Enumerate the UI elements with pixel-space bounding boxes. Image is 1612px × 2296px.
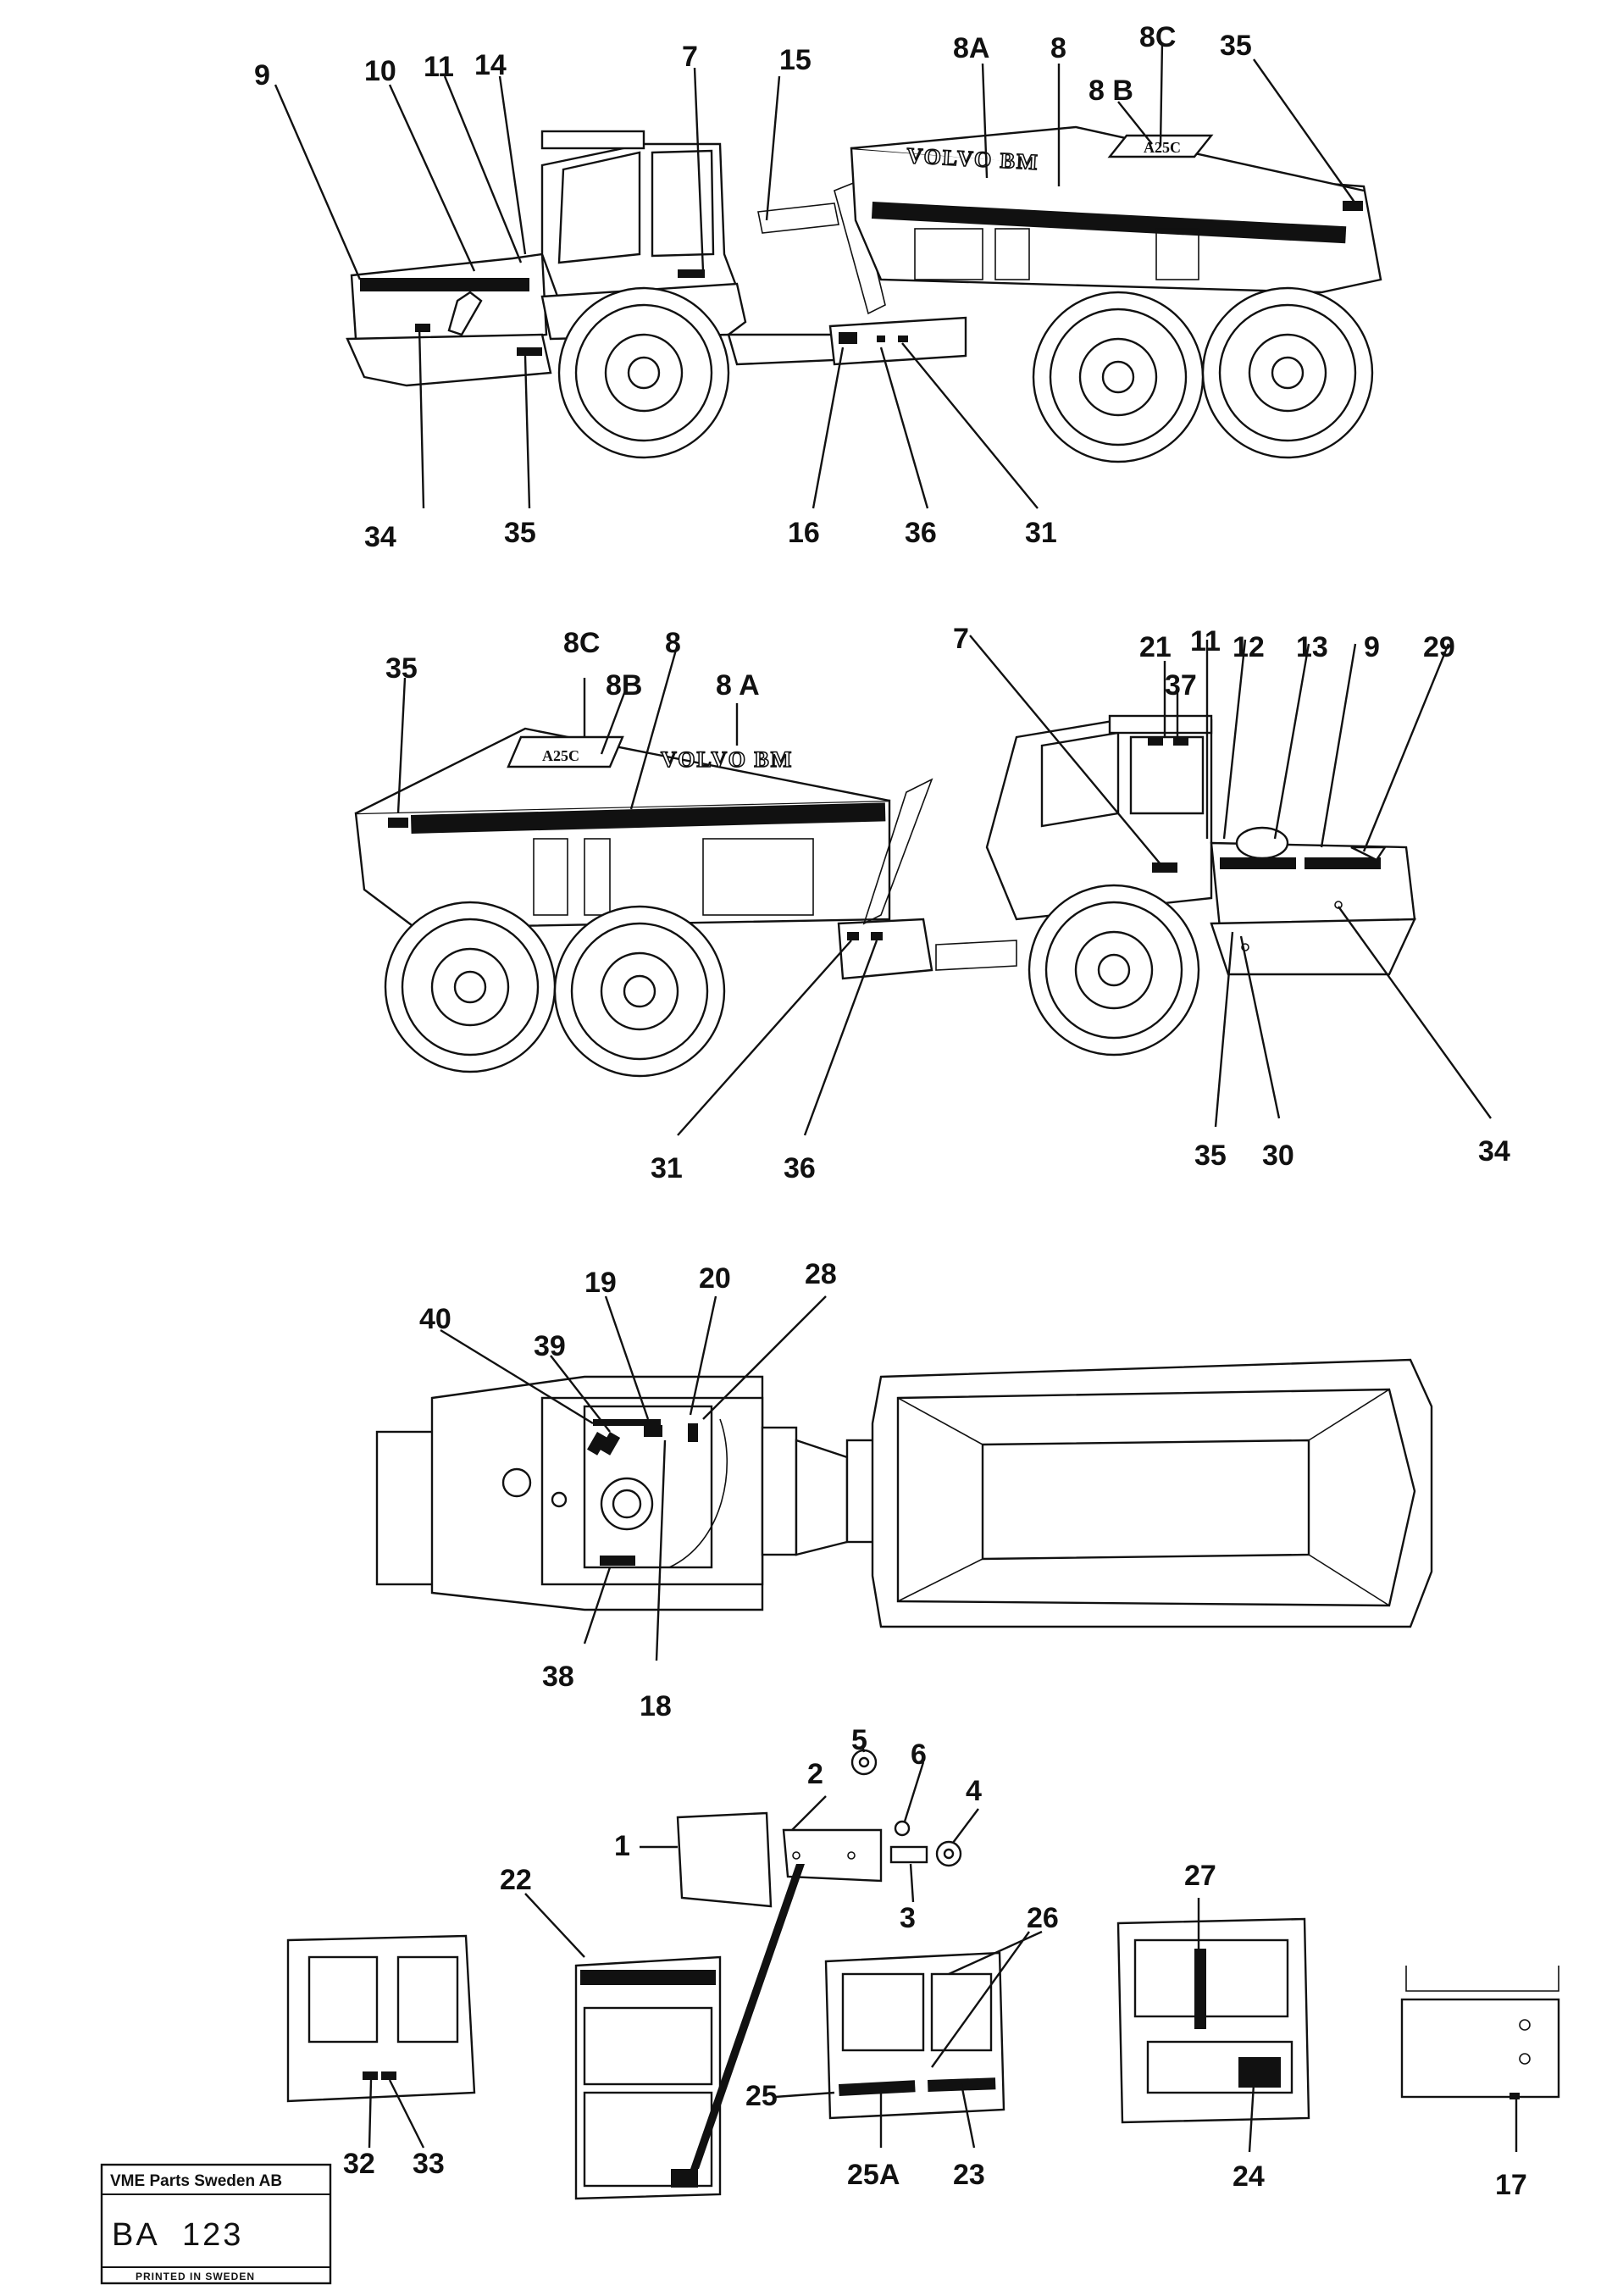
decal-holder-parts <box>676 1749 962 1908</box>
svg-text:7: 7 <box>953 623 969 655</box>
svg-text:31: 31 <box>651 1152 683 1184</box>
svg-text:35: 35 <box>385 652 418 685</box>
svg-text:37: 37 <box>1165 669 1197 702</box>
svg-text:19: 19 <box>584 1267 617 1299</box>
svg-text:13: 13 <box>1296 631 1328 663</box>
svg-text:32: 32 <box>343 2148 375 2180</box>
svg-text:15: 15 <box>779 44 812 76</box>
svg-text:11: 11 <box>1190 625 1221 657</box>
svg-text:4: 4 <box>966 1775 982 1807</box>
svg-text:29: 29 <box>1423 631 1455 663</box>
svg-text:A25C: A25C <box>542 747 579 764</box>
callouts-view2: 35 8C 8B 8 8 A 7 21 11 12 13 9 29 37 31 … <box>385 623 1510 1184</box>
svg-text:30: 30 <box>1262 1140 1294 1172</box>
svg-text:16: 16 <box>788 517 820 549</box>
callouts-view1: 9 10 11 14 7 15 8A 8 8 B 8C 35 34 35 16 … <box>254 21 1356 553</box>
code-number: 123 <box>182 2217 243 2253</box>
svg-text:33: 33 <box>413 2148 445 2180</box>
svg-text:17: 17 <box>1495 2169 1527 2201</box>
svg-text:20: 20 <box>699 1262 731 1295</box>
cab-view-17 <box>1400 1966 1560 2099</box>
svg-text:1: 1 <box>614 1830 630 1862</box>
svg-text:A25C: A25C <box>1144 139 1181 156</box>
svg-text:35: 35 <box>1220 30 1252 62</box>
top-view <box>375 1358 1433 1628</box>
svg-text:11: 11 <box>424 51 454 83</box>
svg-text:36: 36 <box>905 517 937 549</box>
svg-text:5: 5 <box>851 1724 867 1756</box>
svg-text:31: 31 <box>1025 517 1057 549</box>
cab-view-22 <box>574 1864 805 2200</box>
svg-text:2: 2 <box>807 1758 823 1790</box>
svg-text:8 A: 8 A <box>716 669 760 702</box>
svg-text:8C: 8C <box>563 627 600 659</box>
svg-text:35: 35 <box>504 517 536 549</box>
svg-text:34: 34 <box>364 521 396 553</box>
svg-text:38: 38 <box>542 1661 574 1693</box>
svg-text:8A: 8A <box>953 32 989 64</box>
svg-text:23: 23 <box>953 2159 985 2191</box>
svg-text:7: 7 <box>682 41 698 73</box>
svg-text:9: 9 <box>1364 631 1380 663</box>
callouts-view3: 40 39 19 20 28 38 18 <box>419 1258 837 1722</box>
svg-text:28: 28 <box>805 1258 837 1290</box>
code-prefix: BA <box>112 2217 160 2253</box>
svg-text:25: 25 <box>745 2080 778 2112</box>
svg-text:27: 27 <box>1184 1860 1216 1892</box>
cab-view-32-33 <box>286 1934 476 2103</box>
svg-text:26: 26 <box>1027 1902 1059 1934</box>
title-block: VME Parts Sweden AB BA 123 PRINTED IN SW… <box>100 2163 332 2285</box>
asc-decal-view2: A25C <box>507 735 624 768</box>
cab-view-27-24 <box>1116 1917 1310 2124</box>
svg-text:35: 35 <box>1194 1140 1227 1172</box>
svg-text:24: 24 <box>1233 2160 1265 2193</box>
svg-text:12: 12 <box>1233 631 1265 663</box>
cab-view-25-26 <box>824 1951 1005 2120</box>
svg-text:9: 9 <box>254 59 270 92</box>
volvo-bm-decal-view2: VOLVO BM <box>660 746 793 773</box>
svg-text:10: 10 <box>364 55 396 87</box>
svg-text:3: 3 <box>900 1902 916 1934</box>
callouts-parts: 5 6 2 4 1 3 22 26 27 25 25A 23 24 32 33 … <box>343 1724 1527 2201</box>
svg-text:40: 40 <box>419 1303 451 1335</box>
svg-text:VOLVO BM: VOLVO BM <box>661 747 793 772</box>
svg-text:8 B: 8 B <box>1089 75 1133 107</box>
side-view-right: A25C VOLVO BM <box>354 714 1416 1078</box>
svg-text:21: 21 <box>1139 631 1172 663</box>
svg-text:18: 18 <box>640 1690 672 1722</box>
svg-text:8: 8 <box>1050 32 1066 64</box>
svg-text:34: 34 <box>1478 1135 1510 1167</box>
printed-note: PRINTED IN SWEDEN <box>136 2271 255 2282</box>
company-name: VME Parts Sweden AB <box>110 2172 282 2190</box>
svg-text:8B: 8B <box>606 669 642 702</box>
svg-text:39: 39 <box>534 1330 566 1362</box>
svg-text:8: 8 <box>665 627 681 659</box>
asc-decal-view1: A25C <box>1107 134 1214 158</box>
svg-text:14: 14 <box>474 49 507 81</box>
svg-text:22: 22 <box>500 1864 532 1896</box>
svg-text:8C: 8C <box>1139 21 1176 53</box>
side-view-left: VOLVO BM A25C <box>346 125 1382 463</box>
svg-text:36: 36 <box>784 1152 816 1184</box>
svg-text:25A: 25A <box>847 2159 900 2191</box>
svg-text:6: 6 <box>911 1739 927 1771</box>
